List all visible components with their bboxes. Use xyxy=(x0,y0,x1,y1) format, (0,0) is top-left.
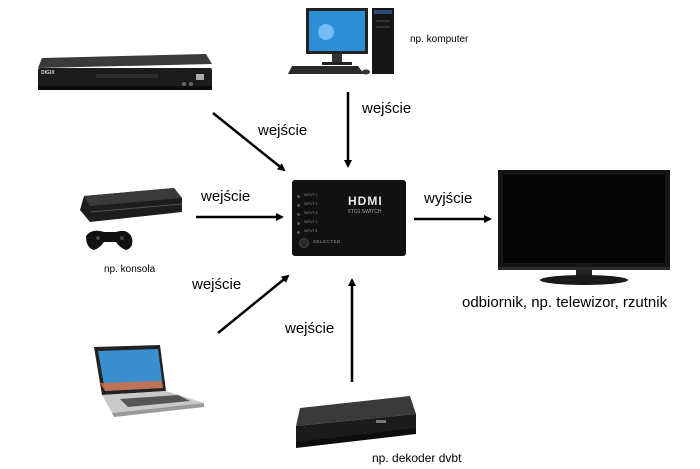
switch-input-label: INPUT 2 xyxy=(304,202,318,206)
switch-input-label: INPUT 1 xyxy=(304,193,318,197)
game-console-graphic xyxy=(80,188,183,250)
dvd-player-graphic xyxy=(38,54,212,90)
switch-model: 5TO1 SWITCH xyxy=(348,209,382,215)
computer-graphic xyxy=(288,8,394,75)
led-indicator xyxy=(297,231,300,234)
switch-input-row: INPUT 4 xyxy=(297,220,342,229)
arrow-label-output: wyjście xyxy=(424,190,473,207)
led-indicator xyxy=(297,195,300,198)
arrow-label-console: wejście xyxy=(201,188,251,205)
television-graphic xyxy=(498,170,670,285)
dvbt-decoder xyxy=(292,394,418,452)
dvbt-decoder-graphic xyxy=(296,396,416,448)
switch-input-label: INPUT 5 xyxy=(304,229,318,233)
label-decoder: np. dekoder dvbt xyxy=(372,451,462,465)
arrow-label-computer: wejście xyxy=(362,100,412,117)
switch-logo: HDMI xyxy=(348,194,383,208)
dvd-player: DIGIX xyxy=(36,52,214,94)
laptop xyxy=(86,343,206,421)
computer xyxy=(288,2,404,78)
switch-input-label: INPUT 3 xyxy=(304,211,318,215)
led-indicator xyxy=(297,204,300,207)
switch-input-list: INPUT 1 INPUT 2 INPUT 3 INPUT 4 INPUT 5 xyxy=(297,193,342,238)
arrow-label-decoder: wejście xyxy=(285,320,335,337)
arrow-laptop-to-switch xyxy=(217,274,290,334)
dvd-brand: DIGIX xyxy=(41,70,55,76)
switch-input-row: INPUT 3 xyxy=(297,211,342,220)
select-button[interactable] xyxy=(299,238,309,248)
laptop-graphic xyxy=(94,345,204,417)
game-console xyxy=(78,182,184,258)
switch-input-label: INPUT 4 xyxy=(304,220,318,224)
label-console: np. konsola xyxy=(104,264,156,275)
arrow-dvd-to-switch xyxy=(212,112,286,172)
switch-selected-label: SELECTED xyxy=(313,239,341,244)
label-tv: odbiornik, np. telewizor, rzutnik xyxy=(462,294,668,311)
switch-input-row: INPUT 2 xyxy=(297,202,342,211)
switch-input-row: INPUT 5 xyxy=(297,229,342,238)
label-computer: np. komputer xyxy=(410,34,469,45)
led-indicator xyxy=(297,213,300,216)
arrow-label-dvd: wejście xyxy=(258,122,308,139)
switch-input-row: INPUT 1 xyxy=(297,193,342,202)
led-indicator xyxy=(297,222,300,225)
hdmi-switch: INPUT 1 INPUT 2 INPUT 3 INPUT 4 INPUT 5 … xyxy=(292,180,406,256)
arrow-label-laptop: wejście xyxy=(192,276,242,293)
television xyxy=(498,170,670,288)
